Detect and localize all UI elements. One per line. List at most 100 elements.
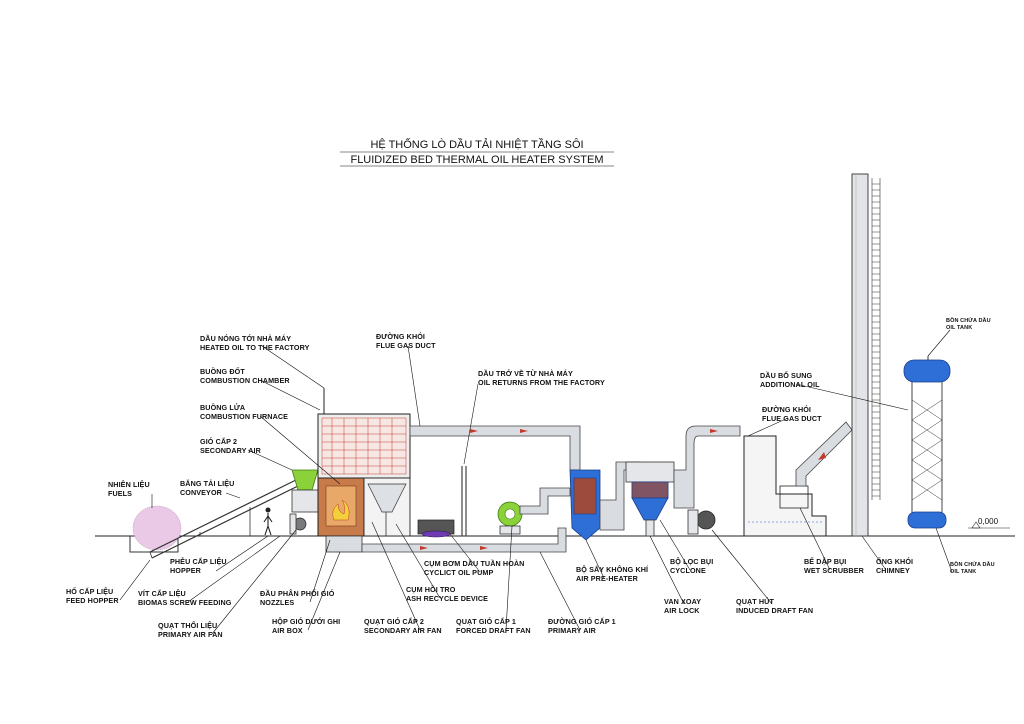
label-fuels-en: FUELS (108, 489, 132, 498)
label-combustion-chamber-en: COMBUSTION CHAMBER (200, 376, 290, 385)
label-nozzles-vi: ĐẦU PHÂN PHỐI GIÓ (260, 588, 335, 598)
label-combustion-chamber-vi: BUỒNG ĐỐT (200, 366, 245, 376)
label-wet-scrubber-en: WET SCRUBBER (804, 566, 865, 575)
label-air-preheater-vi: BỘ SẤY KHÔNG KHÍ (576, 564, 649, 574)
label-induced-fan-vi: QUẠT HÚT (736, 597, 774, 606)
label-forced-draft-fan-vi: QUẠT GIÓ CẤP 1 (456, 616, 516, 626)
title-vi: HỆ THỐNG LÒ DẦU TẢI NHIỆT TẦNG SÔI (370, 137, 583, 151)
label-wet-scrubber-vi: BỂ DẬP BỤI (804, 557, 846, 566)
fuel-hopper-green (289, 469, 319, 535)
label-oil-returns-en: OIL RETURNS FROM THE FACTORY (478, 378, 605, 387)
label-hopper-vi: PHỄU CẤP LIỆU (170, 556, 227, 566)
oil-tank-tower (903, 356, 951, 529)
label-oil-pump-vi: CỤM BƠM DẦU TUẦN HOÀN (424, 558, 524, 568)
label-chimney-en: CHIMNEY (876, 566, 910, 575)
label-air-preheater-en: AIR PRE-HEATER (576, 574, 639, 583)
label-additional-oil-en: ADDITIONAL OIL (760, 380, 820, 389)
label-heated-oil-en: HEATED OIL TO THE FACTORY (200, 343, 310, 352)
label-feed-hopper-en: FEED HOPPER (66, 596, 119, 605)
label-primary-air-fan-vi: QUẠT THỔI LIỆU (158, 621, 217, 630)
label-feed-hopper-vi: HỐ CẤP LIỆU (66, 586, 113, 596)
elevation-label: 0,000 (978, 517, 999, 526)
title-en: FLUIDIZED BED THERMAL OIL HEATER SYSTEM (350, 154, 603, 166)
label-hopper-en: HOPPER (170, 566, 202, 575)
label-primary-air-vi: ĐƯỜNG GIÓ CẤP 1 (548, 616, 616, 626)
label-conveyor-en: CONVEYOR (180, 488, 223, 497)
oil-tank-bottom-vessel (907, 511, 947, 529)
label-screw-en: BIOMAS SCREW FEEDING (138, 598, 232, 607)
label-oil-tank-top-vi: BỒN CHỨA DẦU (946, 317, 991, 324)
air-preheater (569, 469, 601, 541)
label-induced-fan-en: INDUCED DRAFT FAN (736, 606, 813, 615)
induced-draft-fan (687, 509, 716, 535)
label-primary-air-fan-en: PRIMARY AIR FAN (158, 630, 223, 639)
label-combustion-furnace-vi: BUỒNG LỬA (200, 402, 245, 412)
label-screw-vi: VÍT CẤP LIỆU (138, 588, 186, 598)
label-air-lock-en: AIR LOCK (664, 606, 700, 615)
label-forced-draft-fan-en: FORCED DRAFT FAN (456, 626, 531, 635)
label-oil-pump-en: CYCLICT OIL PUMP (424, 568, 493, 577)
feed-hopper (129, 505, 182, 553)
operator-figure (263, 507, 273, 536)
label-cyclone-vi: BỘ LỌC BỤI (670, 557, 713, 566)
oil-pump-group (417, 519, 455, 538)
cyclone (625, 461, 675, 537)
oil-tank-top-vessel (903, 359, 951, 383)
wet-scrubber (743, 435, 827, 537)
label-ash-recycle-en: ASH RECYCLE DEVICE (406, 594, 488, 603)
label-nozzles-en: NOZZLES (260, 598, 294, 607)
label-conveyor-vi: BĂNG TẢI LIỆU (180, 479, 234, 488)
label-flue-gas-duct-right-en: FLUE GAS DUCT (762, 414, 822, 423)
label-heated-oil-vi: DẦU NÓNG TỚI NHÀ MÁY (200, 333, 291, 343)
label-oil-tank-top-en: OIL TANK (946, 325, 972, 331)
label-oil-tank-bottom-vi: BỒN CHỨA DẦU (950, 561, 995, 568)
chimney (851, 173, 881, 537)
combustion-furnace (317, 388, 411, 553)
label-additional-oil-vi: DẦU BỔ SUNG (760, 370, 813, 380)
label-secondary-air-vi: GIÓ CẤP 2 (200, 436, 237, 446)
label-secondary-air-fan-en: SECONDARY AIR FAN (364, 626, 442, 635)
label-flue-gas-duct-right-vi: ĐƯỜNG KHÓI (762, 405, 811, 414)
label-flue-gas-duct-top-en: FLUE GAS DUCT (376, 341, 436, 350)
conveyor (149, 477, 303, 559)
label-oil-returns-vi: DẦU TRỞ VỀ TỪ NHÀ MÁY (478, 368, 573, 378)
label-air-box-vi: HỘP GIÓ DƯỚI GHI (272, 617, 340, 626)
label-secondary-air-en: SECONDARY AIR (200, 446, 262, 455)
label-secondary-air-fan-vi: QUẠT GIÓ CẤP 2 (364, 616, 424, 626)
label-flue-gas-duct-top-vi: ĐƯỜNG KHÓI (376, 332, 425, 341)
label-fuels-vi: NHIÊN LIỆU (108, 480, 150, 489)
fuel-pile (132, 505, 182, 551)
label-cyclone-en: CYCLONE (670, 566, 706, 575)
